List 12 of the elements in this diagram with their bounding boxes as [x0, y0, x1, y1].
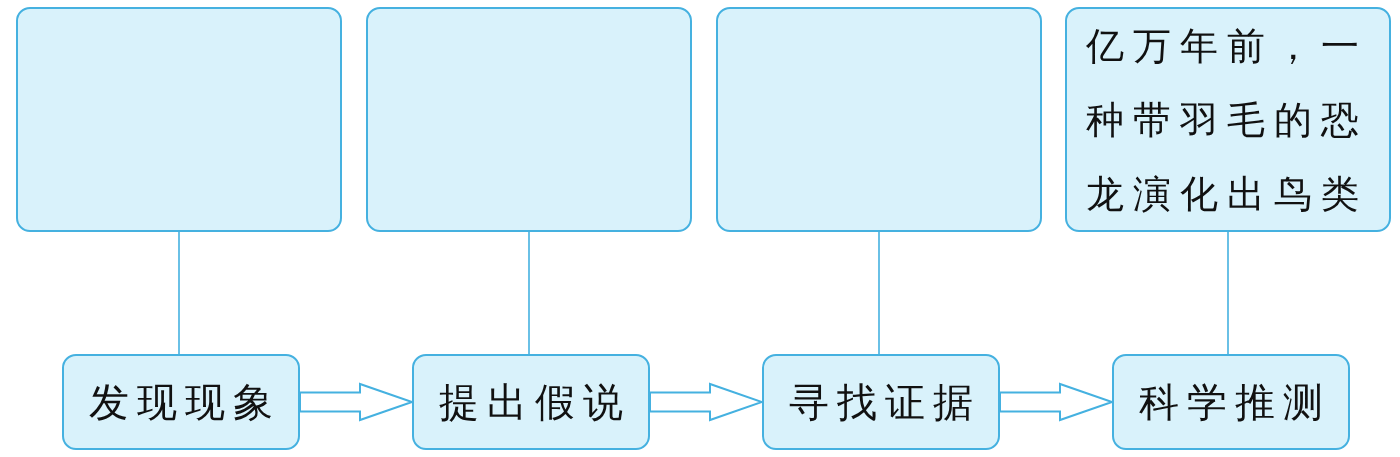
connector-line	[878, 231, 880, 355]
connector-line	[1227, 231, 1229, 355]
answer-box	[716, 7, 1042, 232]
step-box: 发现现象	[62, 354, 300, 450]
answer-box	[16, 7, 342, 232]
step-box: 提出假说	[412, 354, 650, 450]
step-box: 科学推测	[1112, 354, 1350, 450]
connector-line	[528, 231, 530, 355]
text-box: 亿万年前，一种带羽毛的恐龙演化出鸟类	[1065, 7, 1391, 232]
step-box: 寻找证据	[762, 354, 1000, 450]
connector-line	[178, 231, 180, 355]
answer-box	[366, 7, 692, 232]
